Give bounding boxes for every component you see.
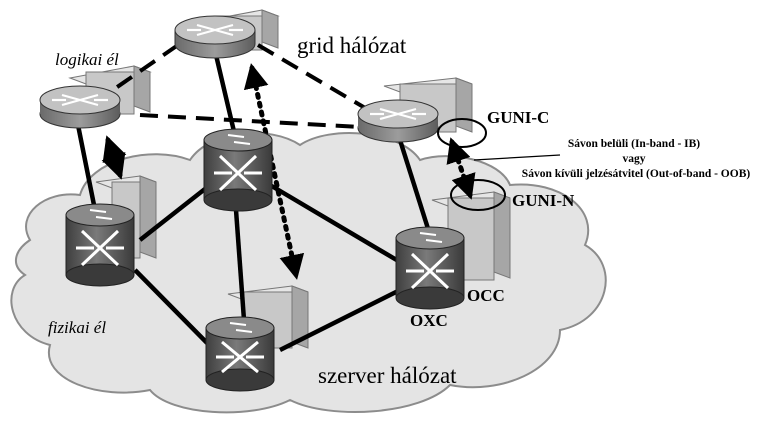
guni-n-label: GUNI-N xyxy=(512,191,575,210)
logical-edge xyxy=(108,43,180,94)
physical-edge xyxy=(138,183,212,242)
signaling-note-line3: Sávon kívüli jelzésátvitel (Out-of-band … xyxy=(522,168,751,180)
logical-edges xyxy=(108,43,374,129)
physical-edges xyxy=(75,54,433,353)
physical-edge xyxy=(213,54,239,141)
physical-edge xyxy=(133,268,214,350)
signaling-links xyxy=(101,63,476,280)
physical-edge xyxy=(397,139,433,236)
optical-cross-connect-icon xyxy=(205,316,275,392)
physical-edge xyxy=(75,124,99,216)
signaling-note-line1: Sávon belüli (In-band - IB) xyxy=(568,138,700,150)
occ-label: OCC xyxy=(467,286,505,305)
optical-cross-connect-icon xyxy=(203,128,273,212)
router-icon xyxy=(174,15,256,59)
guni-c-ellipse xyxy=(437,118,487,148)
router-icon xyxy=(357,99,439,143)
logical-edge xyxy=(139,113,361,129)
signaling-note-line2: vagy xyxy=(623,153,646,165)
signaling-link xyxy=(446,137,476,200)
server-network-label: szerver hálózat xyxy=(318,363,457,388)
signaling-link xyxy=(101,135,127,180)
optical-cross-connect-icon xyxy=(65,203,135,287)
router-icon xyxy=(39,85,121,129)
oxc-label: OXC xyxy=(410,311,448,330)
physical-edge-label: fizikai él xyxy=(48,318,106,337)
logical-edge xyxy=(256,43,374,114)
signaling-link xyxy=(243,63,305,280)
guni-c-label: GUNI-C xyxy=(487,108,549,127)
guni-n-ellipse xyxy=(450,179,506,211)
grid-network-label: grid hálózat xyxy=(297,33,407,58)
physical-edge xyxy=(278,282,412,353)
note-pointer xyxy=(473,154,561,161)
optical-cross-connect-icon xyxy=(395,226,465,310)
logical-edge-label: logikai él xyxy=(55,50,119,69)
physical-edge xyxy=(233,209,247,321)
